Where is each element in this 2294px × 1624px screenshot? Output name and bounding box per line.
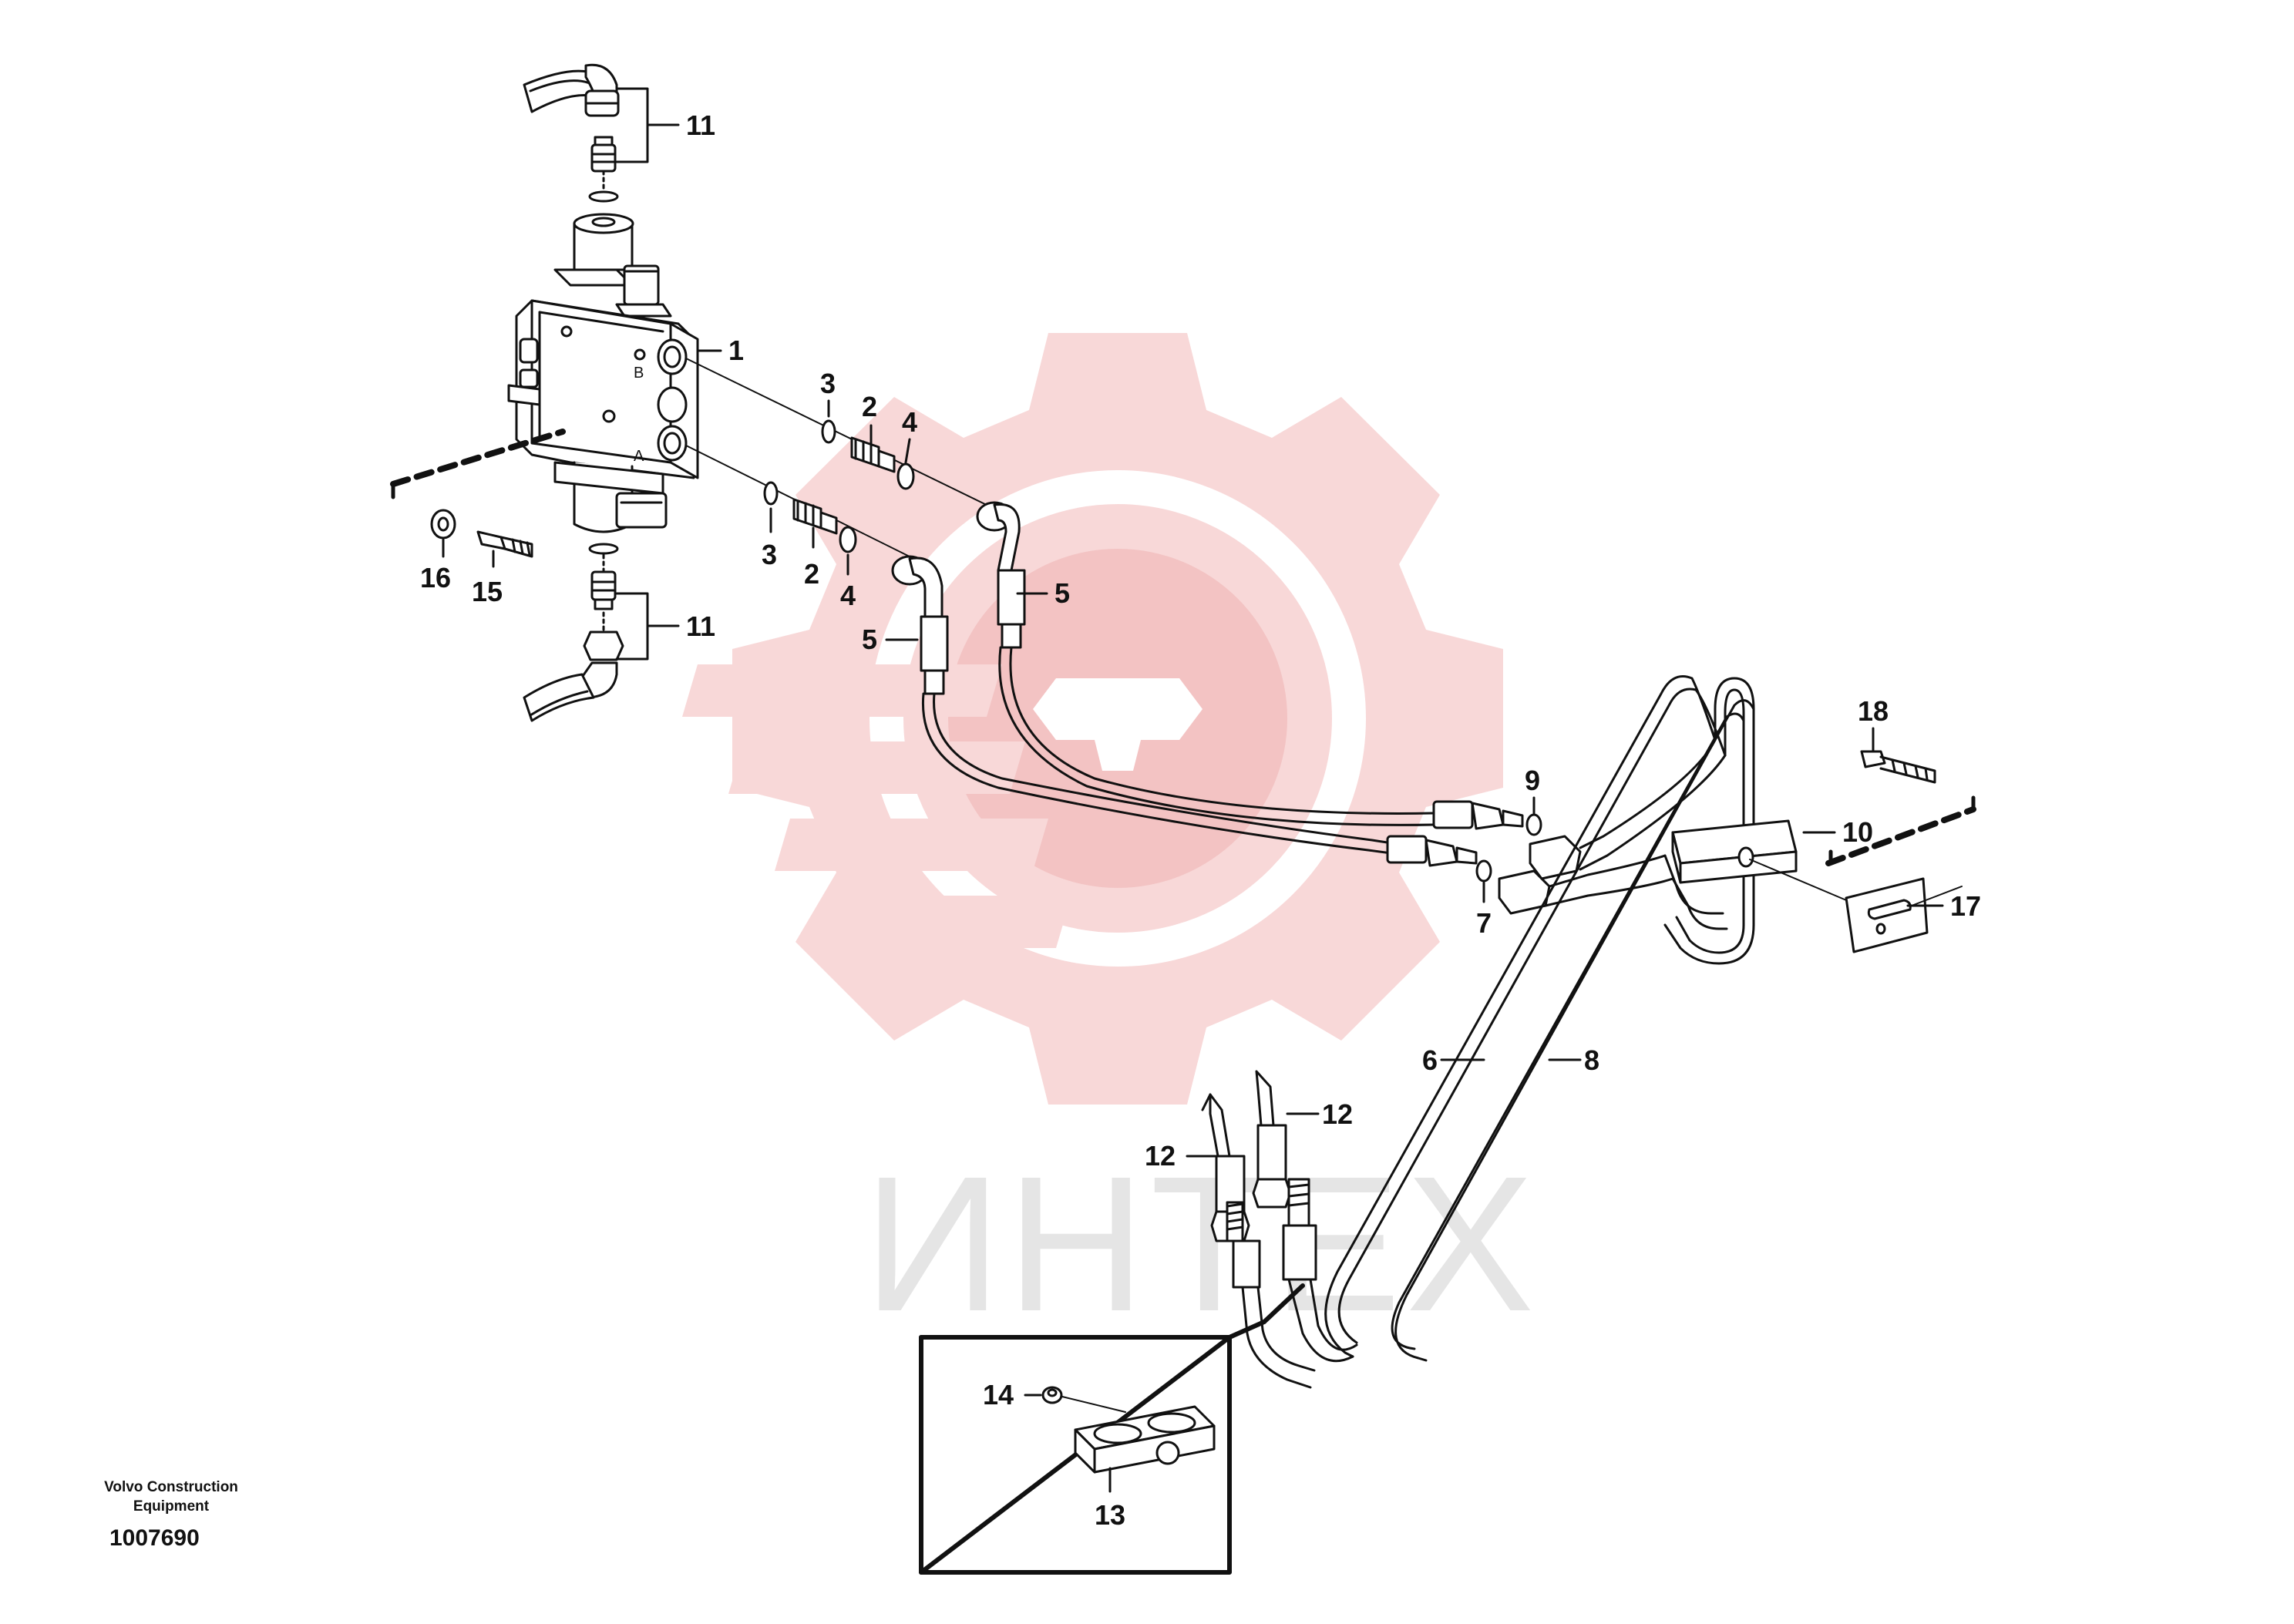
callout-15: 15 [472,576,503,607]
detail-inset [919,1283,1305,1575]
port-b-fittings [685,358,995,509]
callout-2-upper: 2 [862,391,877,422]
callout-7: 7 [1476,907,1492,939]
callout-14: 14 [983,1379,1014,1410]
callout-2-lower: 2 [804,558,819,590]
callout-11-lower: 11 [686,610,715,642]
watermark-wrench [1033,678,1202,771]
callout-11-upper: 11 [686,109,715,141]
watermark-gear-ring [870,470,1366,967]
callout-9: 9 [1525,765,1540,796]
manufacturer-line-1: Volvo Construction [104,1479,238,1495]
callout-8: 8 [1584,1044,1599,1076]
callout-1: 1 [728,335,744,366]
manufacturer-line-2: Equipment [133,1498,210,1515]
hose-5-upper [976,501,1435,826]
lower-hoses [1201,1070,1358,1389]
drawing: B A [390,63,1976,1575]
control-valve: B A [507,213,699,533]
callout-5-upper: 5 [1054,577,1070,609]
callout-5-lower: 5 [862,624,877,655]
callout-18: 18 [1858,695,1889,727]
drawing-number: 1007690 [109,1525,200,1551]
hose-5-lower [891,555,1435,859]
callout-10: 10 [1842,816,1873,848]
callout-4-upper: 4 [902,406,917,438]
callout-16: 16 [420,562,451,593]
valve-mounting-hardware [390,429,566,558]
footer: Volvo Construction Equipment 1007690 [104,1479,238,1551]
callout-3-upper: 3 [820,368,836,399]
callout-3-lower: 3 [762,539,777,570]
callout-12-left: 12 [1145,1140,1176,1172]
callout-4-lower: 4 [840,580,856,611]
port-a-label: A [634,448,644,465]
callout-12-right: 12 [1322,1098,1353,1130]
watermark-text: ИНТЕХ [863,1136,1539,1351]
callouts: 11 11 1 3 2 4 3 2 4 5 5 16 15 9 7 10 17 … [420,109,1981,1531]
rigid-tubes [1324,675,1755,1362]
upper-hose-assembly [523,63,620,203]
port-b-label: B [634,365,644,382]
lower-hose-assembly [523,543,624,722]
tube-clamp [1671,750,1976,903]
leader-lines [442,87,1944,1493]
callout-17: 17 [1950,890,1981,922]
clamp-plate [1845,877,1963,953]
callout-6: 6 [1422,1044,1438,1076]
watermark: ИНТЕХ [682,333,1539,1351]
port-a-fittings [685,445,926,565]
callout-13: 13 [1095,1499,1125,1531]
